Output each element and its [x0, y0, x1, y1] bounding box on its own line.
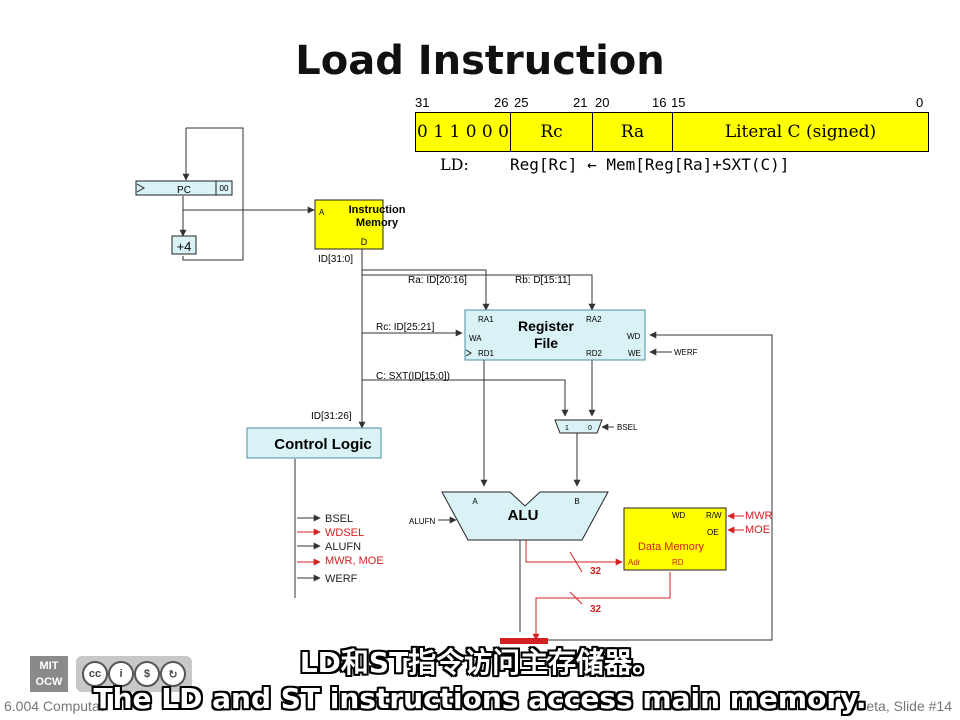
by-icon: i	[108, 661, 134, 687]
slide-title: Load Instruction	[295, 38, 665, 84]
rb-field-label: Rb: D[15:11]	[515, 275, 571, 286]
alu-to-adr-wire	[525, 540, 623, 566]
ld-rtl-expression: Reg[Rc] ← Mem[Reg[Ra]+SXT(C)]	[510, 155, 790, 174]
imem-addr-port: A	[319, 208, 325, 217]
imem-data-port: D	[361, 237, 368, 247]
control-logic-label: Control Logic	[274, 436, 372, 453]
rf-wd-port: WD	[627, 332, 641, 341]
opcode-field: 0 1 1 0 0 0	[416, 113, 511, 151]
rf-rd2-port: RD2	[586, 349, 603, 358]
alu	[441, 491, 609, 541]
pc-register	[135, 180, 233, 196]
mux-input-0: 0	[588, 425, 592, 432]
c-wire	[362, 379, 569, 417]
ra-wire	[362, 269, 490, 311]
bit-label-31: 31	[415, 95, 430, 110]
werf-input-label: WERF	[674, 348, 698, 357]
rf-rd1-port: RD1	[478, 349, 495, 358]
dm-rd-port: RD	[672, 558, 684, 567]
data-memory	[623, 507, 727, 571]
rc-field-label: Rc: ID[25:21]	[376, 322, 435, 333]
bit-label-0: 0	[916, 95, 924, 110]
nc-icon: $	[134, 661, 160, 687]
rc-field: Rc	[511, 113, 593, 151]
bus-width-label-2: 32	[590, 604, 602, 615]
subtitle-english: The LD and ST instructions access main m…	[93, 682, 867, 715]
dm-rw-port: R/W	[706, 511, 722, 520]
creative-commons-badge: cc i $ ↻	[76, 656, 192, 692]
bsel-input-label: BSEL	[617, 423, 638, 432]
imem-title-line1: Instruction	[349, 204, 406, 216]
cc-icon: cc	[82, 661, 108, 687]
rf-wa-port: WA	[469, 334, 482, 343]
rf-clock-icon	[465, 349, 472, 357]
rf-title-line1: Register	[518, 318, 575, 334]
dm-adr-port: Adr	[628, 558, 641, 567]
adder-label: +4	[177, 239, 192, 254]
ld-mnemonic: LD:	[440, 155, 469, 174]
bit-label-21: 21	[573, 95, 588, 110]
dm-oe-port: OE	[707, 528, 719, 537]
bit-label-25: 25	[514, 95, 529, 110]
subtitle-chinese: LD和ST指令访问主存储器。	[299, 646, 661, 679]
signal-bsel: BSEL	[325, 513, 353, 525]
signal-wdsel: WDSEL	[325, 527, 364, 539]
bsel-mux	[554, 419, 603, 434]
rf-ra1-port: RA1	[478, 315, 494, 324]
clock-icon	[136, 183, 146, 193]
c-field-label: C: SXT(ID[15:0])	[376, 371, 450, 382]
mux-input-1: 1	[565, 425, 569, 432]
signal-mwr-moe: MWR, MOE	[325, 555, 384, 567]
ra-field: Ra	[593, 113, 673, 151]
data-memory-label: Data Memory	[638, 541, 705, 553]
signal-alufn: ALUFN	[325, 541, 361, 553]
alu-b-port: B	[574, 497, 579, 506]
alufn-input-label: ALUFN	[409, 517, 435, 526]
slide-number-footer: e Beta, Slide #14	[845, 698, 952, 714]
instruction-encoding: 0 1 1 0 0 0 Rc Ra Literal C (signed)	[415, 112, 929, 152]
rb-wire	[362, 274, 596, 311]
literal-field: Literal C (signed)	[724, 122, 877, 142]
writeback-wire	[546, 331, 773, 641]
rd-out-wire	[532, 572, 671, 641]
bit-label-16: 16	[652, 95, 667, 110]
alu-a-port: A	[472, 497, 478, 506]
pc-low-bits: 00	[220, 184, 229, 193]
rf-title-line2: File	[534, 335, 558, 351]
imem-title-line2: Memory	[356, 217, 399, 229]
control-bus-label: ID[31:26]	[311, 411, 352, 422]
bit-label-15: 15	[671, 95, 686, 110]
pc-label: PC	[177, 185, 191, 196]
rf-ra2-port: RA2	[586, 315, 602, 324]
moe-input-label: MOE	[745, 524, 770, 536]
bit-label-20: 20	[595, 95, 610, 110]
id-bus-label: ID[31:0]	[318, 254, 353, 265]
pc-adder	[171, 235, 197, 255]
writeback-mux-stub	[500, 638, 548, 644]
register-file	[464, 309, 646, 361]
signal-werf: WERF	[325, 573, 358, 585]
rf-we-port: WE	[628, 349, 641, 358]
mwr-input-label: MWR	[745, 510, 773, 522]
dm-wd-port: WD	[672, 511, 686, 520]
bit-label-26: 26	[494, 95, 509, 110]
bus-width-label-1: 32	[590, 566, 602, 577]
instruction-memory	[314, 199, 384, 250]
sa-icon: ↻	[160, 661, 186, 687]
alu-label: ALU	[508, 507, 539, 524]
ra-field-label: Ra: ID[20:16]	[408, 275, 467, 286]
pc-loop-wire	[182, 127, 244, 261]
control-logic	[246, 427, 382, 459]
course-footer: 6.004 Computat	[4, 698, 104, 714]
